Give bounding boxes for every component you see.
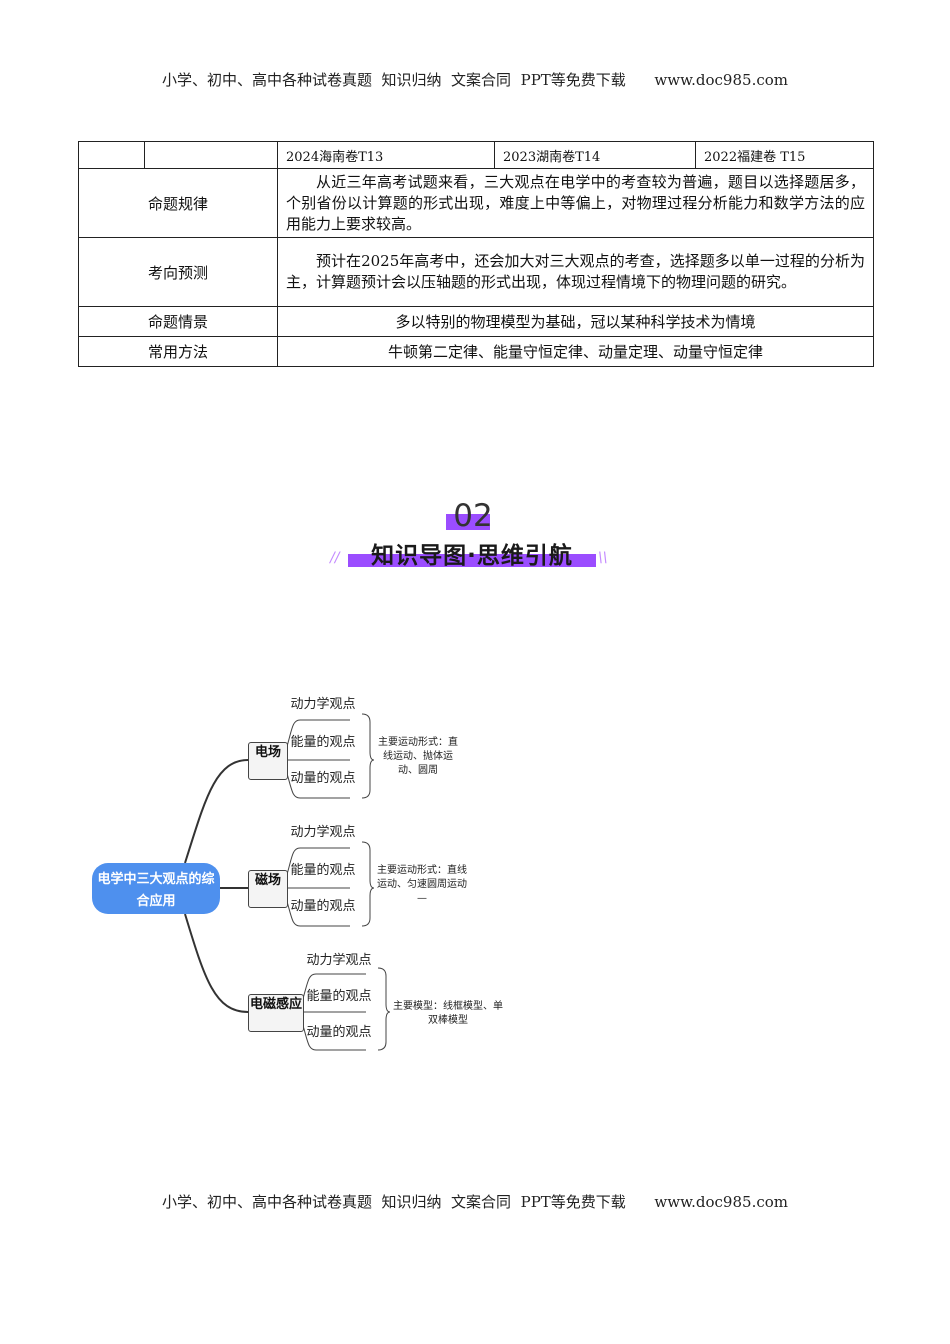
leaf-dynamics-view: 动力学观点: [306, 953, 372, 968]
leaf-momentum-view: 动量的观点: [290, 899, 356, 914]
root-label: 电学中三大观点的综合应用: [97, 872, 215, 909]
row-label: 常用方法: [78, 336, 278, 367]
connector-electric: [184, 759, 249, 864]
blank-cell: [78, 141, 145, 169]
table-row: 常用方法 牛顿第二定律、能量守恒定律、动量定理、动量守恒定律: [78, 336, 874, 367]
branch-label: 电场: [254, 745, 281, 760]
row-text: 预计在2025年高考中，还会加大对三大观点的考查，选择题多以单一过程的分析为主，…: [277, 237, 874, 307]
leaf-dynamics-view: 动力学观点: [290, 697, 356, 712]
note-motion-forms: 主要运动形式：直线运动、抛体运动、圆周: [378, 737, 458, 774]
branch-label: 电磁感应: [249, 997, 302, 1012]
exam-analysis-table: 2024海南卷T13 2023湖南卷T14 2022福建卷 T15 命题规律 从…: [78, 141, 874, 367]
section-badge: 02 // 知识导图·思维引航 \\: [330, 498, 615, 578]
year-cell: 2022福建卷 T15: [695, 141, 874, 169]
section-number: 02: [453, 498, 493, 534]
note-brace: [361, 713, 375, 799]
title-highlight: [348, 554, 596, 567]
connector-induction: [184, 913, 249, 1013]
branch-magnetic-field: 磁场: [248, 870, 288, 908]
leaf-energy-view: 能量的观点: [290, 863, 356, 878]
row-label: 考向预测: [78, 237, 278, 307]
table-row: 命题规律 从近三年高考试题来看，三大观点在电学中的考查较为普遍，题目以选择题居多…: [78, 168, 874, 238]
blank-cell: [144, 141, 278, 169]
branch-electric-field: 电场: [248, 742, 288, 780]
year-cell: 2024海南卷T13: [277, 141, 495, 169]
row-text: 多以特别的物理模型为基础，冠以某种科学技术为情境: [277, 306, 874, 337]
row-text: 从近三年高考试题来看，三大观点在电学中的考查较为普遍，题目以选择题居多，个别省份…: [277, 168, 874, 238]
root-connectors: [184, 759, 249, 1013]
row-label: 命题规律: [78, 168, 278, 238]
number-highlight: [446, 514, 490, 530]
row-text: 牛顿第二定律、能量守恒定律、动量定理、动量守恒定律: [277, 336, 874, 367]
section-title: 知识导图·思维引航: [371, 543, 573, 569]
table-row: 命题情景 多以特别的物理模型为基础，冠以某种科学技术为情境: [78, 306, 874, 337]
table-row: 考向预测 预计在2025年高考中，还会加大对三大观点的考查，选择题多以单一过程的…: [78, 237, 874, 307]
page-header: 小学、初中、高中各种试卷真题 知识归纳 文案合同 PPT等免费下载 www.do…: [161, 71, 788, 89]
leaf-dynamics-view: 动力学观点: [290, 825, 356, 840]
slash-decoration-right: \\: [598, 550, 608, 566]
note-main-models: 主要模型：线框模型、单双棒模型: [393, 1001, 503, 1026]
note-brace: [377, 967, 391, 1051]
leaf-energy-view: 能量的观点: [290, 735, 356, 750]
note-motion-forms: 主要运动形式：直线运动、匀速圆周运动 —: [377, 865, 467, 904]
branch-label: 磁场: [254, 873, 281, 888]
page-footer: 小学、初中、高中各种试卷真题 知识归纳 文案合同 PPT等免费下载 www.do…: [161, 1193, 788, 1211]
leaf-energy-view: 能量的观点: [306, 989, 372, 1004]
note-brace: [361, 841, 375, 927]
slash-decoration-left: //: [330, 550, 340, 566]
year-cell: 2023湖南卷T14: [494, 141, 696, 169]
leaf-momentum-view: 动量的观点: [290, 771, 356, 786]
row-label: 命题情景: [78, 306, 278, 337]
mindmap-root: 电学中三大观点的综合应用: [92, 863, 220, 914]
knowledge-mindmap: 电学中三大观点的综合应用 电场 磁场 电磁感应 动力学观点 能量的观点 动量的观…: [0, 690, 950, 1070]
table-row-years: 2024海南卷T13 2023湖南卷T14 2022福建卷 T15: [78, 141, 874, 169]
branch-electromagnetic-induction: 电磁感应: [248, 994, 304, 1032]
leaf-momentum-view: 动量的观点: [306, 1025, 372, 1040]
